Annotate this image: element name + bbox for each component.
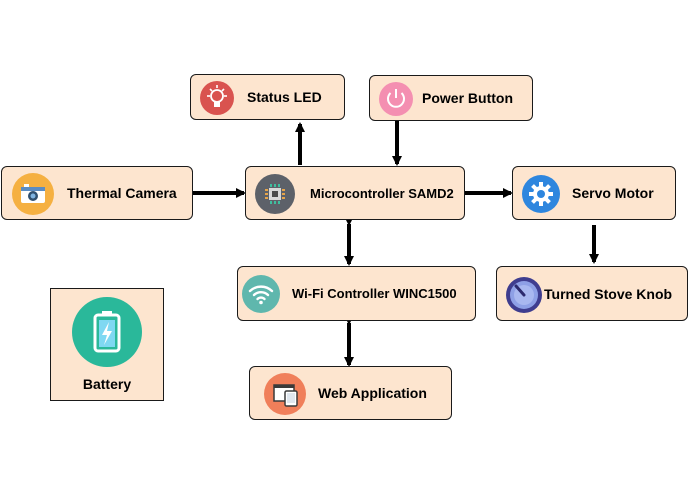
power-button-label: Power Button: [422, 90, 513, 106]
battery-label: Battery: [82, 376, 132, 392]
thermal-camera-label: Thermal Camera: [67, 185, 177, 201]
web-application-label: Web Application: [318, 385, 427, 401]
gear-icon: [522, 175, 560, 213]
microcontroller-label: Microcontroller SAMD2: [310, 185, 454, 201]
node-status-led: Status LED: [190, 74, 345, 120]
power-icon: [379, 82, 413, 116]
node-microcontroller: Microcontroller SAMD2: [245, 166, 465, 220]
devices-icon: [264, 373, 306, 415]
node-thermal-camera: Thermal Camera: [1, 166, 193, 220]
node-web-application: Web Application: [249, 366, 452, 420]
status-led-label: Status LED: [247, 89, 322, 105]
camera-icon: [12, 173, 54, 215]
servo-motor-label: Servo Motor: [572, 185, 654, 201]
node-servo-motor: Servo Motor: [512, 166, 676, 220]
node-power-button: Power Button: [369, 75, 533, 121]
node-turned-stove-knob: Turned Stove Knob: [496, 266, 688, 321]
turned-stove-knob-label: Turned Stove Knob: [544, 285, 673, 302]
knob-icon: [506, 277, 542, 313]
node-wifi-controller: Wi-Fi Controller WINC1500: [237, 266, 476, 321]
lightbulb-icon: [200, 81, 234, 115]
battery-icon: [72, 297, 142, 367]
wifi-icon: [242, 275, 280, 313]
chip-icon: [255, 174, 295, 214]
wifi-controller-label: Wi-Fi Controller WINC1500: [292, 286, 457, 301]
node-battery: Battery: [50, 288, 164, 401]
